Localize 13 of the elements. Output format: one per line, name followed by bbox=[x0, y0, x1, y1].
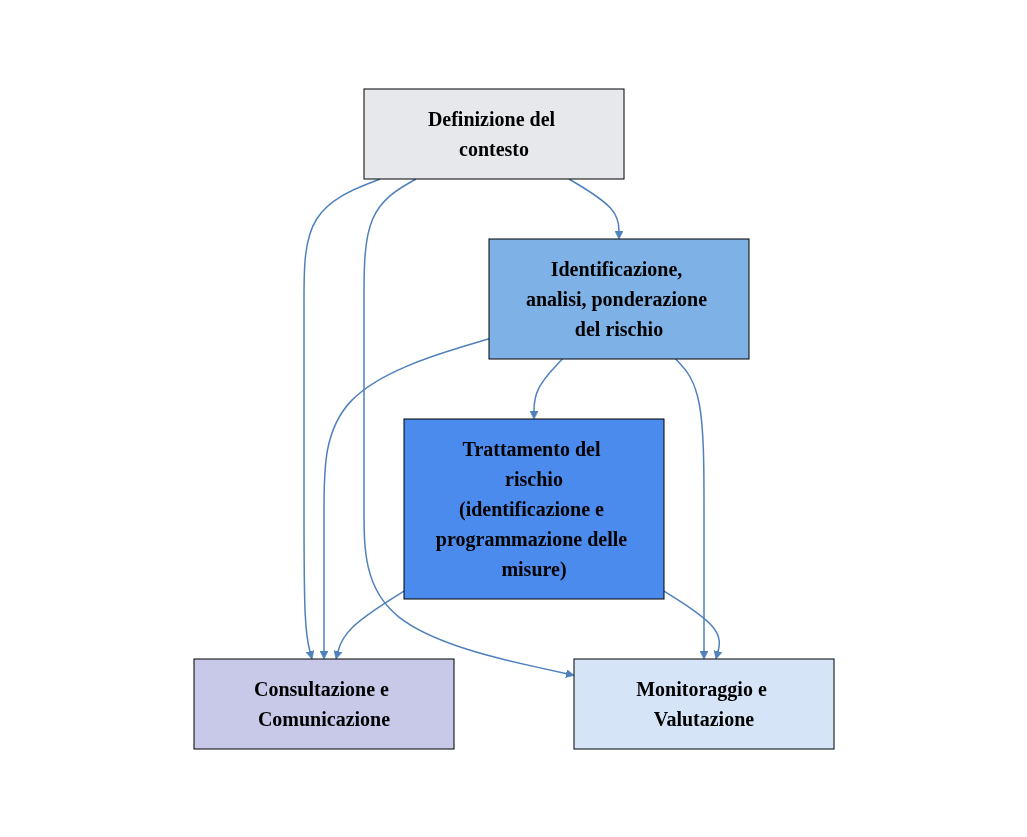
node-box: Identificazione, analisi, ponderazione del rischio bbox=[488, 238, 749, 359]
arrow bbox=[662, 589, 722, 659]
node-box: Trattamento del rischio (identificazione e programmazione delle misure) bbox=[403, 418, 664, 599]
arrow bbox=[333, 589, 405, 659]
arrow bbox=[674, 357, 708, 659]
arrow bbox=[567, 177, 623, 239]
arrow bbox=[302, 177, 381, 659]
node-box: Consultazione e Comunicazione bbox=[193, 658, 454, 749]
arrow bbox=[319, 337, 490, 659]
arrow bbox=[529, 357, 563, 419]
node-box: Monitoraggio e Valutazione bbox=[573, 658, 834, 749]
node-box: Definizione del contesto bbox=[363, 88, 624, 179]
arrow bbox=[362, 177, 574, 678]
